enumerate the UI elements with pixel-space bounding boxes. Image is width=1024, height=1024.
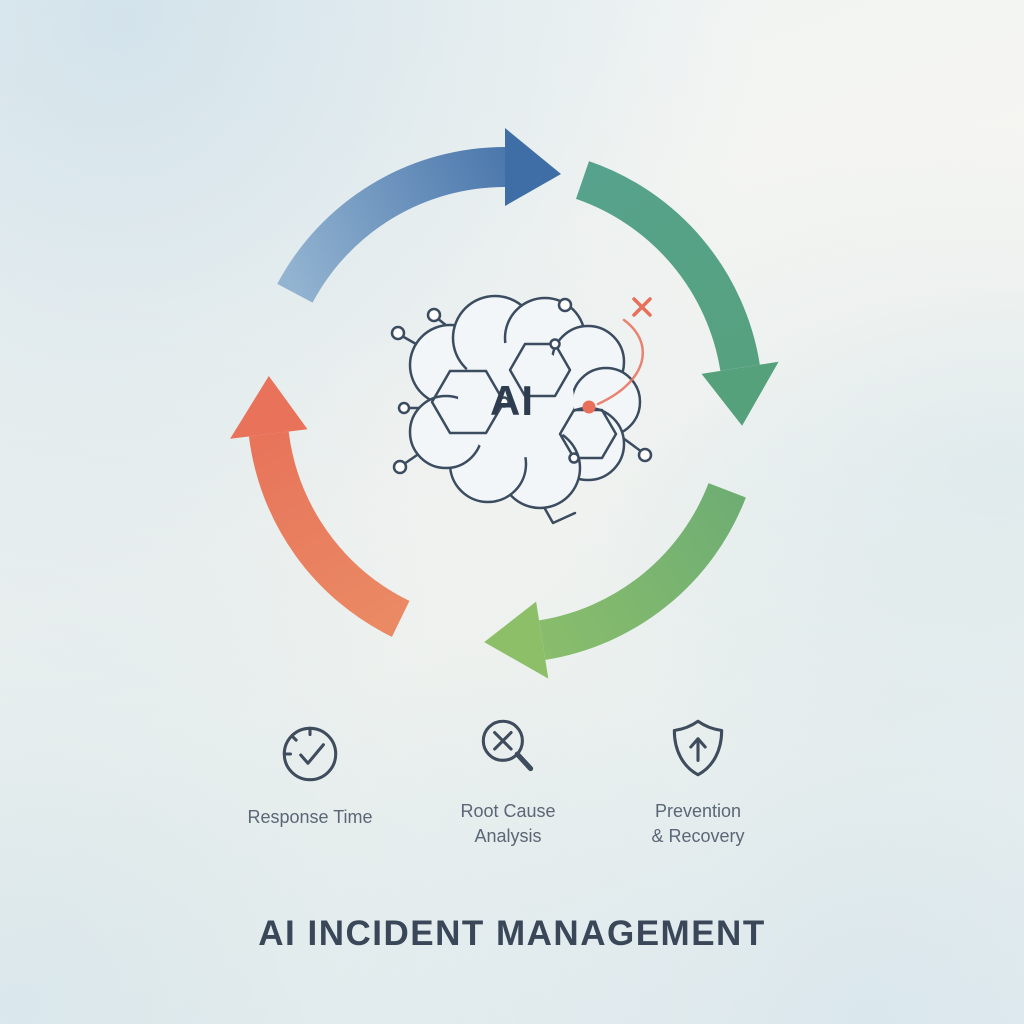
- feature-response-time: Response Time: [200, 718, 420, 830]
- feature-row: Response Time Root Cause Analysis: [0, 712, 1024, 862]
- magnifying-glass-x-icon: [481, 719, 534, 772]
- incident-curve: [596, 318, 645, 406]
- cycle-arrow-right-teal: [575, 161, 760, 372]
- feature-root-cause-analysis: Root Cause Analysis: [398, 712, 618, 849]
- feature-label-line: Root Cause: [460, 801, 556, 821]
- incident-dot: [582, 400, 596, 414]
- incident-marker: [582, 297, 652, 414]
- feature-label-line: & Recovery: [651, 825, 745, 846]
- network-nodes: [390, 297, 653, 475]
- cycle-arrowhead-bottom-green: [484, 601, 549, 679]
- feature-label: Root Cause Analysis: [398, 799, 618, 849]
- cycle-arrowhead-top-blue: [505, 128, 561, 206]
- cycle-arrow-left-red: [248, 431, 410, 637]
- cycle-arrow-top-blue: [277, 147, 506, 303]
- page-title: AI INCIDENT MANAGEMENT: [258, 914, 766, 953]
- feature-label-line: Response Time: [247, 807, 373, 827]
- ai-label: AI: [490, 377, 534, 424]
- cycle-arrow-bottom-green: [538, 482, 746, 660]
- brain-network-icon: AI: [390, 294, 653, 525]
- feature-label-line: Analysis: [474, 825, 542, 846]
- feature-label-line: Prevention: [654, 801, 742, 821]
- cycle-arrowhead-left-red: [230, 376, 308, 439]
- feature-label: Response Time: [200, 805, 420, 830]
- error-x-icon: [632, 297, 652, 317]
- feature-prevention-recovery: Prevention & Recovery: [588, 712, 808, 849]
- feature-label: Prevention & Recovery: [588, 799, 808, 849]
- cycle-diagram: AI: [230, 128, 779, 679]
- shield-up-arrow-icon: [672, 719, 724, 777]
- clock-check-icon: [282, 726, 338, 782]
- cycle-arrowhead-right-teal: [701, 361, 779, 426]
